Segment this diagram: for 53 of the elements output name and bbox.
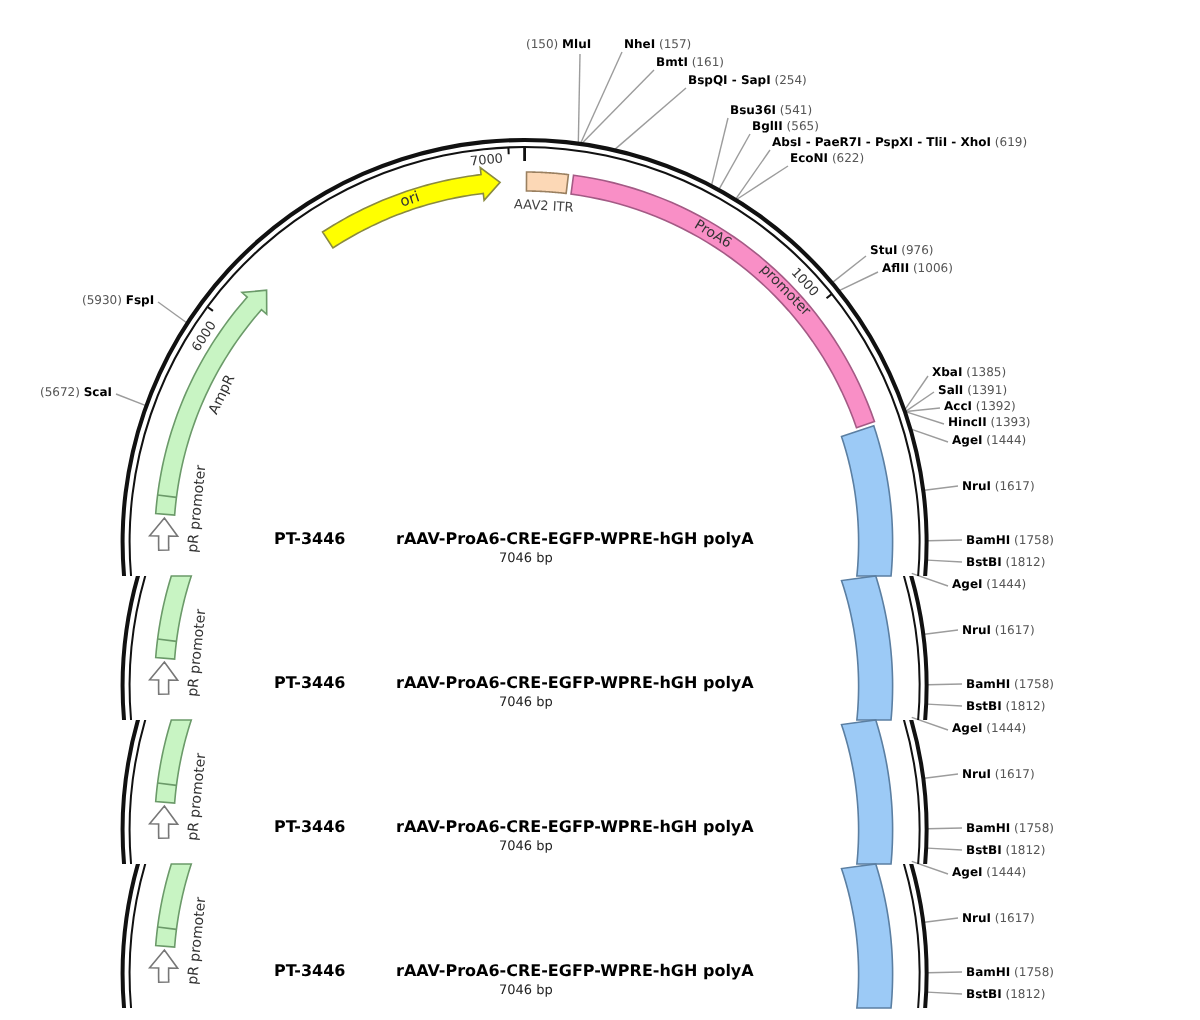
leader-line: [904, 375, 929, 410]
leader-line: [614, 87, 687, 150]
leader-line: [718, 133, 751, 190]
map-name: PT-3446: [274, 529, 346, 548]
leader-line: [911, 860, 949, 875]
leader-line: [926, 703, 963, 707]
leader-line: [923, 485, 959, 491]
leader-line: [839, 271, 879, 292]
leader-line: [905, 407, 941, 413]
leader-line: [927, 539, 963, 542]
leader-line: [926, 991, 963, 995]
leader-line: [911, 572, 949, 587]
feature-box: [512, 170, 574, 216]
leader-line: [927, 683, 963, 686]
leader-line: [923, 773, 959, 779]
map-name: PT-3446: [274, 961, 346, 980]
map-name: PT-3446: [274, 817, 346, 836]
leader-line: [580, 51, 623, 144]
feature-bar: [838, 716, 896, 866]
feature-bar: [152, 574, 194, 662]
leader-line: [926, 559, 963, 563]
plasmid-name: rAAV-ProA6-CRE-EGFP-WPRE-hGH polyA: [396, 961, 754, 980]
leader-line: [157, 301, 188, 324]
leader-line: [926, 847, 963, 851]
leader-line: [911, 716, 949, 731]
feature-bar: [152, 862, 194, 950]
leader-line: [927, 971, 963, 974]
map-name: PT-3446: [274, 673, 346, 692]
leader-line: [923, 629, 959, 635]
directional-feature: [146, 896, 210, 986]
leader-line: [581, 69, 655, 144]
leader-line: [923, 917, 959, 923]
plasmid-name: rAAV-ProA6-CRE-EGFP-WPRE-hGH polyA: [396, 529, 754, 548]
leader-line: [735, 149, 771, 200]
leader-line: [905, 411, 945, 425]
plasmid-name: rAAV-ProA6-CRE-EGFP-WPRE-hGH polyA: [396, 673, 754, 692]
feature-bar: [152, 718, 194, 806]
directional-feature: [146, 752, 210, 842]
leader-line: [115, 393, 146, 407]
feature-bar: [838, 572, 896, 722]
directional-feature: [146, 608, 210, 698]
leader-line: [832, 255, 867, 283]
directional-feature: [146, 464, 210, 554]
directional-feature: [320, 164, 504, 250]
feature-bar: [838, 422, 896, 578]
plasmid-name: rAAV-ProA6-CRE-EGFP-WPRE-hGH polyA: [396, 817, 754, 836]
leader-line: [710, 117, 729, 186]
leader-line: [927, 827, 963, 830]
leader-line: [736, 165, 789, 200]
leader-line: [911, 428, 949, 443]
feature-bar: [838, 860, 896, 1010]
leader-line: [905, 391, 935, 412]
leader-line: [577, 53, 581, 144]
